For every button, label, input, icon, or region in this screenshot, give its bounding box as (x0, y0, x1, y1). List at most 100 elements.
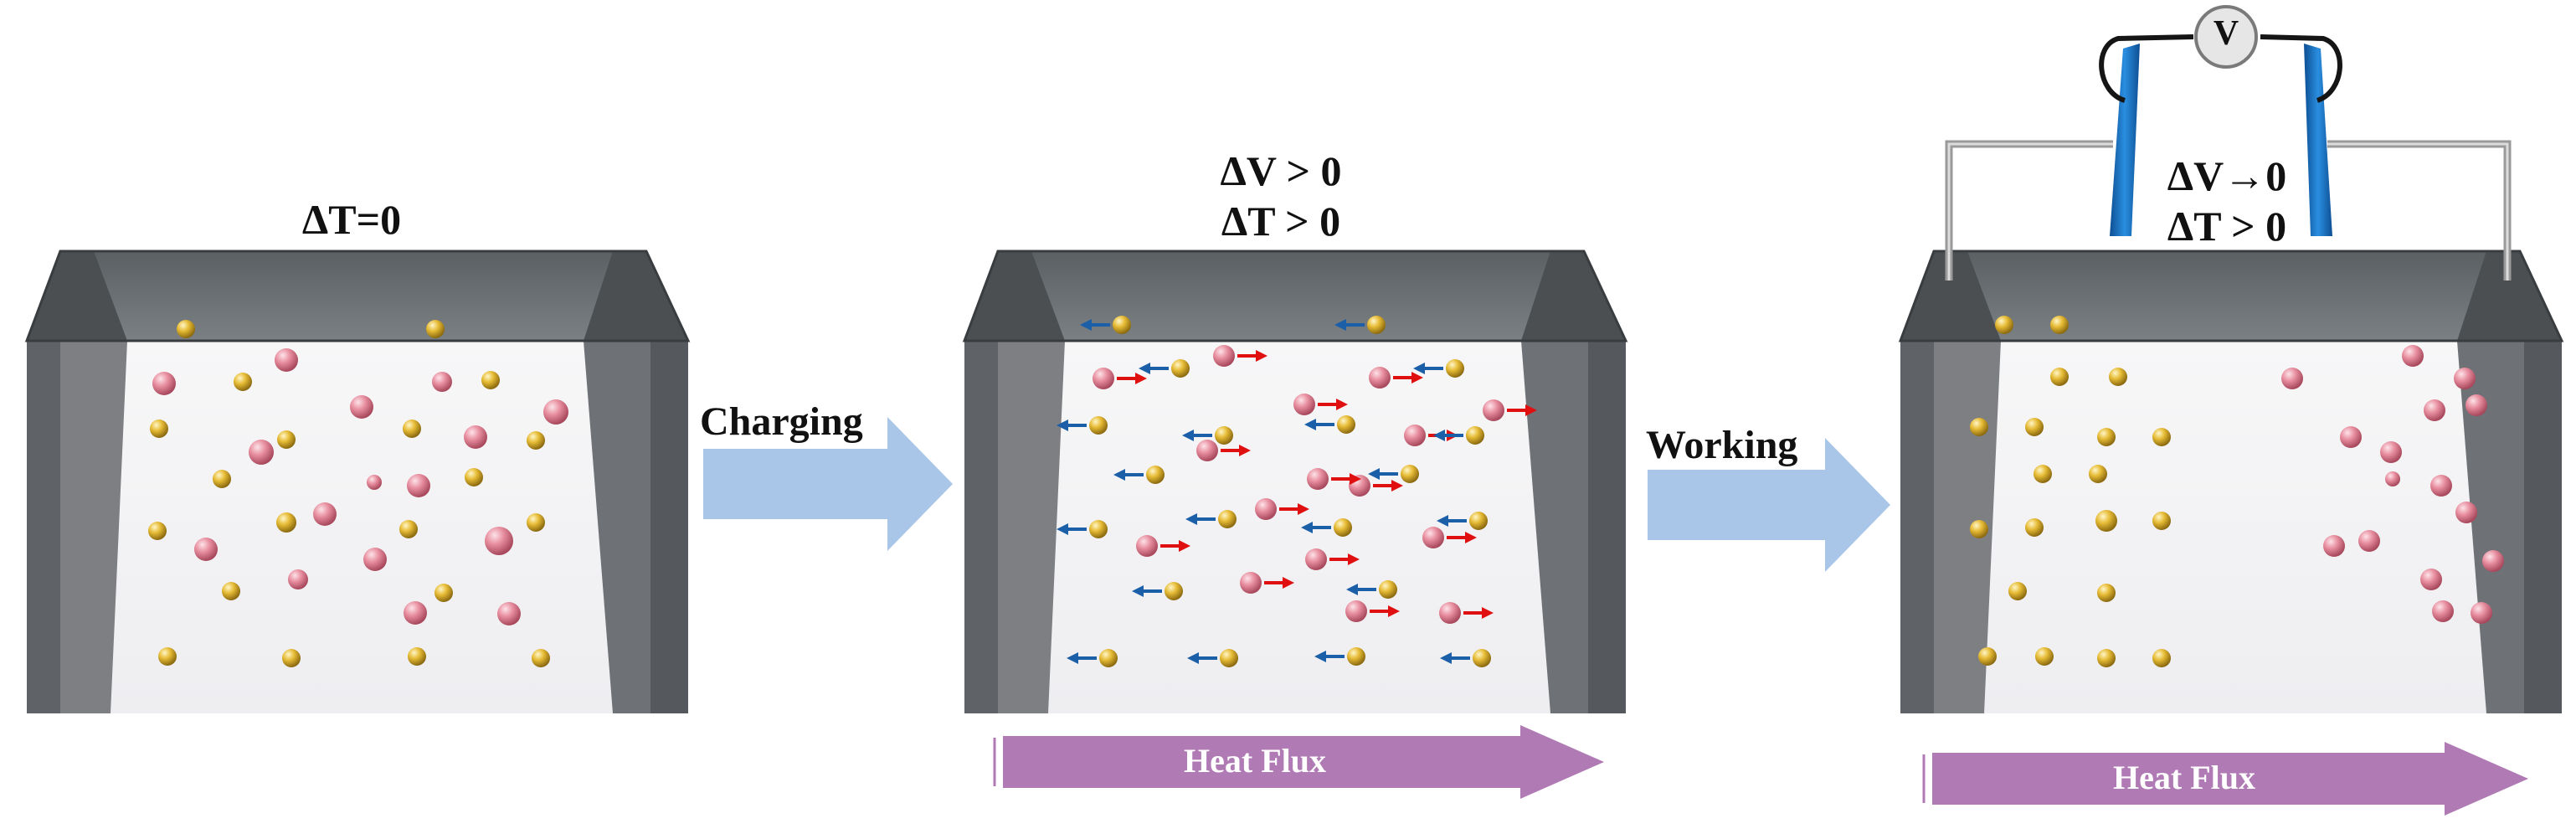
panel2-cation-arrow-7-head (1391, 480, 1403, 492)
panel2-cation-2 (1369, 367, 1391, 389)
panel2-cation-arrow-3-head (1336, 399, 1348, 410)
panel2-anion-9 (1401, 465, 1419, 483)
panel1-ion-1 (426, 320, 445, 338)
panel3-cation-10 (2323, 535, 2345, 557)
panel2-cation-arrow-0-head (1135, 373, 1147, 384)
container-rim (962, 250, 1628, 342)
panels-layer (24, 250, 2564, 713)
panel2-anion-arrow-10-head (1185, 513, 1197, 525)
panel3-cation-5 (2340, 426, 2362, 448)
panel2-cation-15 (1307, 468, 1329, 490)
panel1-ion-4 (234, 373, 252, 391)
container-left-wall-face (998, 341, 1065, 713)
panel2-anion-14 (1165, 582, 1183, 600)
process-arrows-layer (703, 417, 1890, 572)
panel1-ion-0 (177, 320, 195, 338)
panel2-cation-8 (1255, 498, 1277, 520)
panel1-ion-13 (464, 425, 487, 449)
panel2-anion-11 (1089, 520, 1108, 538)
panel2-anion-0 (1113, 316, 1131, 334)
panel2-cation-13 (1345, 600, 1367, 622)
panel2-anion-arrow-19-head (1440, 652, 1452, 664)
panel3-anion-2 (2050, 368, 2069, 386)
panel1-ion-20 (148, 522, 167, 540)
panel1-ion-3 (152, 372, 176, 395)
panel1-ion-21 (276, 512, 296, 533)
panel2-anion-arrow-12-head (1301, 522, 1313, 533)
panel1-ion-29 (434, 584, 453, 602)
panel3-anion-17 (2035, 647, 2054, 666)
panel1-ion-34 (408, 647, 426, 666)
panel3-anion-4 (1970, 418, 1988, 436)
panel1-ion-23 (485, 527, 513, 555)
container-back-wall (52, 251, 650, 341)
panel3-cation-13 (2482, 550, 2504, 572)
panel2-cation-arrow-10-head (1179, 540, 1190, 552)
panel2-anion-arrow-14-head (1132, 585, 1144, 597)
panel3-cation-3 (2465, 394, 2487, 416)
panel3-anion-9 (2089, 465, 2107, 483)
panel2-condition-line-voltage: ΔV > 0 (1220, 147, 1342, 194)
panel2-anion-8 (1146, 466, 1165, 484)
panel2-cation-arrow-6-head (1239, 445, 1251, 456)
panel2-anion-15 (1379, 580, 1397, 599)
panel3-anion-15 (2097, 584, 2116, 602)
panel2-heat-flux-arrow (1003, 725, 1604, 799)
panel1-ion-33 (282, 649, 301, 667)
panel3-anion-13 (2152, 512, 2171, 530)
panel3-cation-15 (2471, 602, 2492, 624)
charging-arrow (703, 417, 953, 551)
panel1-ion-19 (313, 502, 337, 526)
panel2-anion-7 (1466, 426, 1484, 445)
panel1-ion-25 (194, 538, 218, 561)
panel2-cation-arrow-8-head (1298, 503, 1309, 515)
panel1-ion-12 (249, 440, 274, 465)
panel2-cation-arrow-2-head (1411, 372, 1423, 383)
panel2-cation-arrow-1-head (1256, 350, 1267, 362)
panel2-cation-9 (1422, 527, 1444, 548)
container-back-wall (1926, 251, 2524, 341)
container-left-wall-edge (1900, 341, 1934, 713)
voltmeter-icon (2194, 5, 2258, 69)
panel2-anion-arrow-13-head (1437, 515, 1448, 527)
panel3-anion-10 (1970, 520, 1988, 538)
panel2-cation-6 (1196, 440, 1218, 461)
panel1-ion-18 (465, 468, 483, 486)
panel1-ion-31 (497, 602, 521, 625)
panel2-cation-11 (1305, 548, 1327, 570)
panel3-cation-6 (2380, 441, 2402, 463)
panel3-anion-0 (1995, 316, 2013, 334)
container-rim (24, 250, 691, 342)
left-lead (2099, 34, 2194, 103)
container-back-wall (990, 251, 1588, 341)
panel2-anion-19 (1473, 649, 1491, 667)
panel1-ion-7 (150, 420, 168, 438)
panel2-anion-arrow-2-head (1139, 363, 1150, 374)
panel2-heat-flux-label: Heat Flux (1184, 742, 1326, 780)
panel2-cation-10 (1136, 535, 1158, 557)
panel3-cation-12 (2420, 569, 2442, 590)
panel1-condition-line: ΔT=0 (301, 196, 402, 243)
panel3-anion-3 (2109, 368, 2127, 386)
panel3-heat-flux-label: Heat Flux (2113, 759, 2255, 796)
heat-flux-layer (993, 725, 2528, 816)
panel2-cation-arrow-13-head (1388, 605, 1400, 617)
panel1-ion-2 (275, 348, 298, 372)
container-left-wall-face (60, 341, 127, 713)
panel2-anion-arrow-8-head (1113, 469, 1125, 481)
panel2-cation-1 (1213, 345, 1235, 367)
panel2-anion-16 (1099, 649, 1118, 667)
panel3-cation-7 (2385, 471, 2400, 486)
panel3-anion-1 (2050, 316, 2069, 334)
panel2-anion-6 (1215, 426, 1233, 445)
panel1-ion-22 (399, 520, 418, 538)
panel1-ion-30 (404, 601, 427, 625)
panel2-cation-arrow-15-head (1350, 473, 1361, 485)
panel2-anion-arrow-16-head (1067, 652, 1078, 664)
panel1-ion-26 (363, 548, 387, 571)
panel2-anion-4 (1089, 416, 1108, 435)
panel2-cation-arrow-9-head (1465, 532, 1477, 543)
container-right-wall-edge (1588, 341, 1626, 713)
panel2-condition: ΔV > 0 ΔT > 0 (1206, 146, 1356, 246)
